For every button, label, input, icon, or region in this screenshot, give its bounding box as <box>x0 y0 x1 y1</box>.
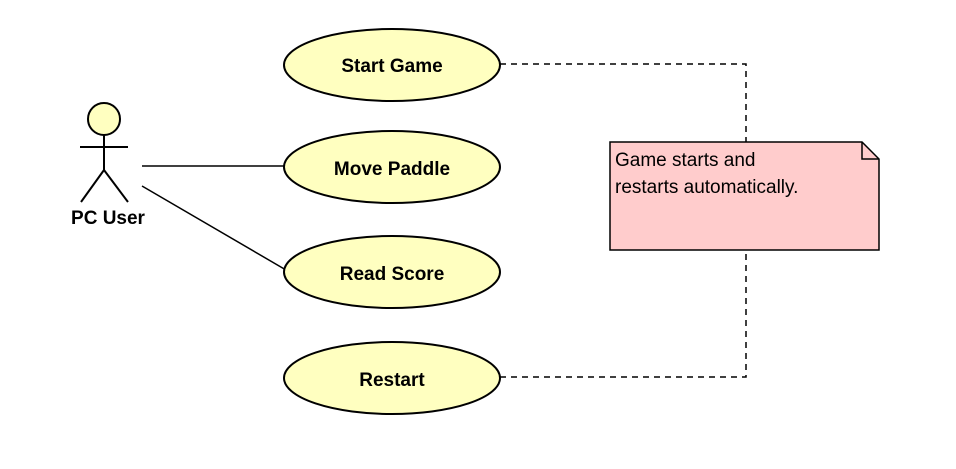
use-case-ellipse <box>283 28 501 102</box>
note-fold <box>861 142 879 160</box>
use-case-ellipse <box>283 341 501 415</box>
actor-label: PC User <box>71 208 146 229</box>
note-anchor-restart <box>500 250 747 378</box>
actor-head <box>87 102 121 136</box>
actor-right-leg <box>103 169 129 203</box>
use-case-label: Start Game <box>341 56 442 77</box>
use-case-restart[interactable]: Restart <box>283 341 501 415</box>
note-line-2: restarts automatically. <box>615 177 798 198</box>
use-case-move-paddle[interactable]: Move Paddle <box>283 130 501 204</box>
use-case-ellipse <box>283 235 501 309</box>
use-case-label: Move Paddle <box>334 159 450 180</box>
note[interactable]: Game starts and restarts automatically. <box>609 141 880 251</box>
use-case-label: Read Score <box>340 264 445 285</box>
use-case-start-game[interactable]: Start Game <box>283 28 501 102</box>
note-line-1: Game starts and <box>615 150 755 171</box>
use-case-label: Restart <box>359 370 425 391</box>
note-body <box>609 141 880 251</box>
note-anchor-start-game <box>500 63 747 142</box>
use-case-read-score[interactable]: Read Score <box>283 235 501 309</box>
use-case-ellipse <box>283 130 501 204</box>
actor-pc-user[interactable]: PC User <box>71 102 146 229</box>
association-read-score <box>141 185 287 271</box>
actor-left-leg <box>80 169 105 203</box>
